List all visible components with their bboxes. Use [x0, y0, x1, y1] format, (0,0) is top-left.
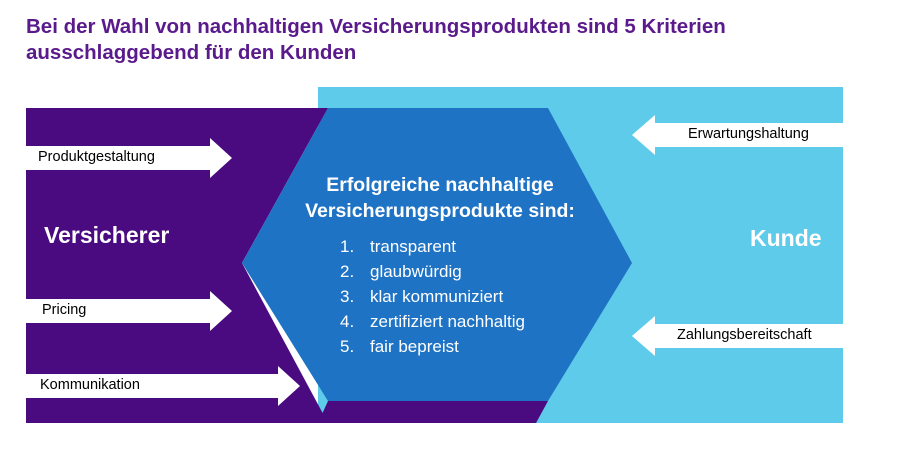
label-produktgestaltung: Produktgestaltung — [38, 149, 155, 165]
criteria-text: glaubwürdig — [370, 262, 462, 281]
center-heading-line-2: Versicherungsprodukte sind: — [305, 200, 575, 222]
kunde-label: Kunde — [750, 225, 822, 251]
criteria-text: fair bepreist — [370, 337, 459, 356]
criteria-text: transparent — [370, 237, 456, 256]
label-zahlungsbereitschaft: Zahlungsbereitschaft — [677, 327, 812, 343]
criteria-list: 1. transparent 2. glaubwürdig 3. klar kommu… — [340, 234, 525, 359]
criteria-number: 3. — [340, 287, 355, 306]
criteria-number: 5. — [340, 337, 355, 356]
title-line-1: Bei der Wahl von nachhaltigen Versicheru… — [26, 15, 726, 38]
label-erwartungshaltung: Erwartungshaltung — [688, 126, 809, 142]
versicherer-label: Versicherer — [44, 222, 170, 248]
criteria-item: 3. klar kommuniziert — [340, 284, 525, 309]
criteria-text: zertifiziert nachhaltig — [370, 312, 525, 331]
arrow-kommunikation — [26, 366, 300, 406]
label-pricing: Pricing — [42, 302, 87, 318]
arrow-erwartungshaltung — [632, 115, 843, 155]
criteria-text: klar kommuniziert — [370, 287, 504, 306]
criteria-item: 2. glaubwürdig — [340, 259, 525, 284]
criteria-number: 1. — [340, 237, 355, 256]
criteria-item: 4. zertifiziert nachhaltig — [340, 309, 525, 334]
title-line-2: ausschlaggebend für den Kunden — [26, 41, 357, 64]
versicherer-block — [26, 108, 328, 423]
center-heading: Erfolgreiche nachhaltige Versicherungspr… — [255, 172, 625, 224]
center-heading-line-1: Erfolgreiche nachhaltige — [326, 174, 554, 196]
arrow-produktgestaltung — [26, 138, 232, 178]
criteria-number: 4. — [340, 312, 355, 331]
label-kommunikation: Kommunikation — [40, 377, 140, 393]
page-title: Bei der Wahl von nachhaltigen Versicheru… — [26, 14, 886, 66]
criteria-item: 5. fair bepreist — [340, 334, 525, 359]
arrow-pricing — [26, 291, 232, 331]
versicherer-tail — [318, 401, 548, 423]
criteria-number: 2. — [340, 262, 355, 281]
center-hexagon — [242, 108, 632, 401]
arrow-zahlungsbereitschaft — [632, 316, 843, 356]
criteria-item: 1. transparent — [340, 234, 525, 259]
